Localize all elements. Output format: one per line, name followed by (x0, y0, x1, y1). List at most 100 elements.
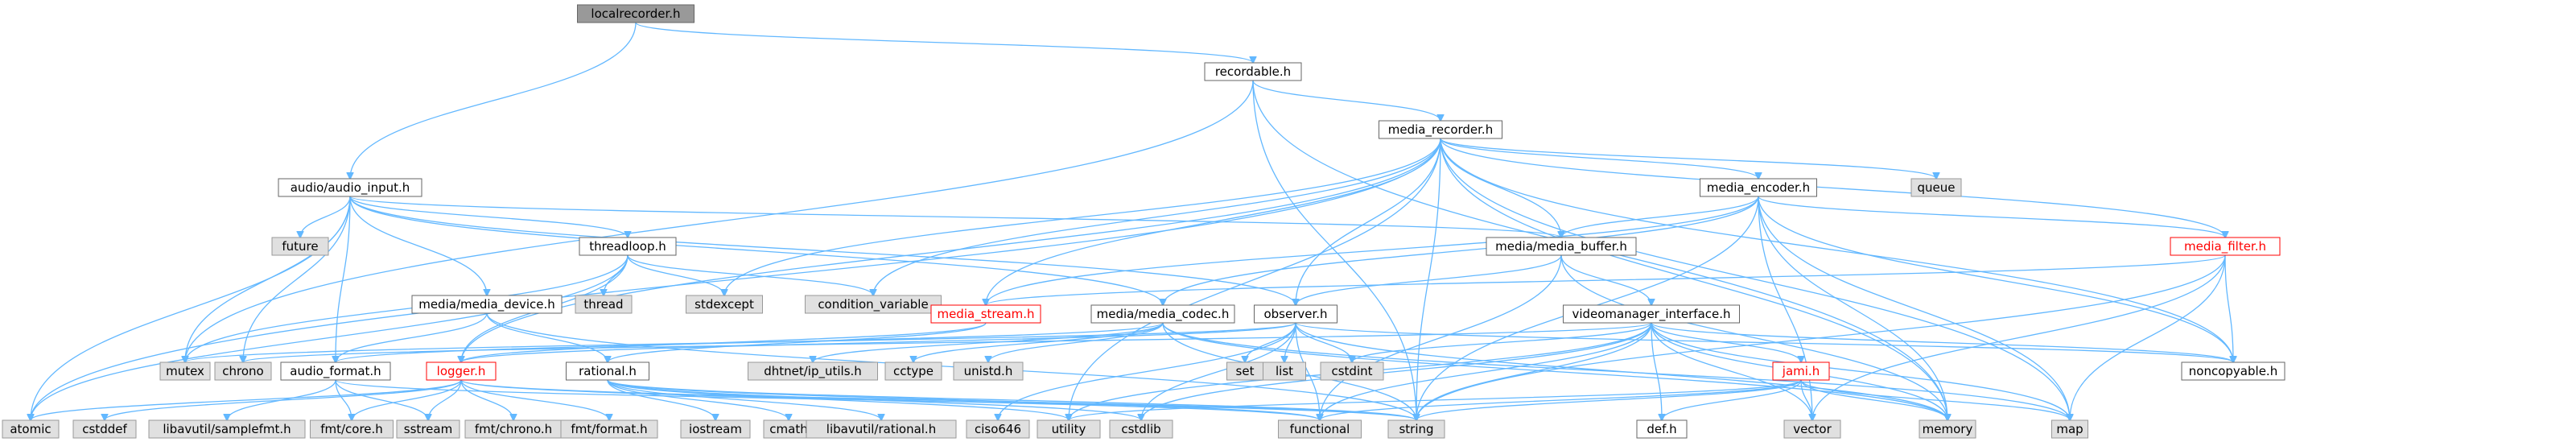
edge-audio_input-to-future (300, 196, 351, 238)
edge-observer-to-logger (461, 322, 1296, 362)
edge-videomanager-to-jami (1651, 322, 1801, 362)
node-sstream: sstream (396, 419, 460, 439)
node-box (426, 361, 497, 381)
edge-videomanager-to-vector (1651, 322, 1812, 420)
node-label: audio/audio_input.h (291, 180, 410, 196)
edge-logger-to-fmtformat (460, 379, 609, 420)
node-threadloop[interactable]: threadloop.h (579, 237, 677, 256)
node-cctype: cctype (884, 361, 942, 381)
edge-media_encoder-to-media_stream (986, 196, 1759, 305)
node-label: cstddef (82, 422, 127, 436)
node-box (1204, 62, 1302, 81)
node-label: thread (583, 297, 623, 312)
edge-observer-to-functional (1295, 322, 1320, 420)
node-thread: thread (575, 295, 633, 314)
node-media_buffer[interactable]: media/media_buffer.h (1486, 237, 1637, 256)
node-label: future (282, 239, 318, 254)
node-media_codec[interactable]: media/media_codec.h (1090, 304, 1235, 324)
node-label: map (2056, 422, 2083, 436)
node-box (1379, 120, 1502, 139)
node-box (280, 361, 391, 381)
node-media_stream[interactable]: media_stream.h (930, 304, 1041, 324)
node-future: future (271, 237, 329, 256)
node-set: set (1226, 361, 1263, 381)
node-box (310, 419, 394, 439)
edge-media_recorder-to-noncopyable (1440, 138, 2233, 362)
node-observer[interactable]: observer.h (1254, 304, 1337, 324)
edge-media_recorder-to-logger (461, 138, 1441, 362)
node-box (579, 237, 677, 256)
node-label: ciso646 (975, 422, 1021, 436)
node-utility: utility (1037, 419, 1101, 439)
node-list: list (1263, 361, 1306, 381)
edge-audio_input-to-threadloop (349, 196, 628, 238)
node-media_filter[interactable]: media_filter.h (2170, 237, 2281, 256)
node-audio_format[interactable]: audio_format.h (280, 361, 391, 381)
node-box (278, 178, 422, 197)
node-box (686, 295, 763, 314)
edge-jami-to-utility (1069, 379, 1802, 420)
edge-jami-to-functional (1320, 379, 1802, 420)
edge-media_recorder-to-atomic (31, 138, 1441, 420)
node-audio_input[interactable]: audio/audio_input.h (278, 178, 422, 197)
node-box (577, 4, 694, 23)
node-rational[interactable]: rational.h (566, 361, 649, 381)
node-label: media_encoder.h (1707, 180, 1810, 196)
node-label: recordable.h (1215, 64, 1291, 79)
edge-localrecorder-to-audio_input (350, 22, 637, 179)
node-functional: functional (1278, 419, 1362, 439)
node-label: fmt/core.h (320, 422, 383, 436)
node-videomanager[interactable]: videomanager_interface.h (1563, 304, 1740, 324)
node-jami[interactable]: jami.h (1772, 361, 1830, 381)
node-label: media/media_codec.h (1097, 307, 1230, 322)
node-label: sstream (404, 422, 452, 436)
edge-recordable-to-string (1252, 80, 1416, 420)
edge-media_recorder-to-media_filter (1440, 138, 2225, 238)
node-media_device[interactable]: media/media_device.h (411, 295, 563, 314)
edge-audio_input-to-atomic (31, 196, 351, 420)
edge-localrecorder-to-recordable (635, 22, 1253, 63)
edge-media_stream-to-rational (608, 322, 987, 362)
node-box (1700, 178, 1817, 197)
node-box (1109, 419, 1173, 439)
node-noncopyable[interactable]: noncopyable.h (2181, 361, 2285, 381)
edge-media_encoder-to-media_filter (1758, 196, 2225, 238)
node-box (271, 237, 329, 256)
node-label: cctype (893, 364, 934, 378)
node-label: fmt/format.h (571, 422, 647, 436)
node-label: string (1399, 422, 1433, 436)
node-box (411, 295, 563, 314)
node-media_encoder[interactable]: media_encoder.h (1700, 178, 1817, 197)
node-media_recorder[interactable]: media_recorder.h (1379, 120, 1502, 139)
edge-jami-to-string (1416, 379, 1802, 420)
edge-audio_format-to-sstream (335, 379, 428, 420)
edge-videomanager-to-cstdint (1352, 322, 1652, 362)
node-def[interactable]: def.h (1636, 419, 1688, 439)
node-fmtcore: fmt/core.h (310, 419, 394, 439)
node-logger[interactable]: logger.h (426, 361, 497, 381)
node-label: cstdlib (1121, 422, 1160, 436)
node-box (566, 361, 649, 381)
node-stdexcept: stdexcept (686, 295, 763, 314)
edge-jami-to-vector (1800, 379, 1812, 420)
node-localrecorder[interactable]: localrecorder.h (577, 4, 694, 23)
node-label: threadloop.h (589, 239, 666, 254)
node-label: atomic (10, 422, 51, 436)
edge-media_filter-to-noncopyable (2224, 254, 2233, 362)
node-box (72, 419, 137, 439)
edge-jami-to-memory (1800, 379, 1947, 420)
node-label: unistd.h (964, 364, 1013, 378)
node-box (953, 361, 1024, 381)
edge-media_encoder-to-media_buffer (1561, 196, 1759, 238)
node-map: map (2051, 419, 2088, 439)
edge-media_encoder-to-noncopyable (1758, 196, 2233, 362)
node-vector: vector (1783, 419, 1841, 439)
node-ciso646: ciso646 (966, 419, 1030, 439)
edge-rational-to-iostream (607, 379, 715, 420)
node-cstdlib: cstdlib (1109, 419, 1173, 439)
node-recordable[interactable]: recordable.h (1204, 62, 1302, 81)
node-box (805, 295, 942, 314)
edge-rational-to-avrational (607, 379, 881, 420)
node-label: condition_variable (818, 297, 928, 312)
node-fmtchrono: fmt/chrono.h (464, 419, 563, 439)
